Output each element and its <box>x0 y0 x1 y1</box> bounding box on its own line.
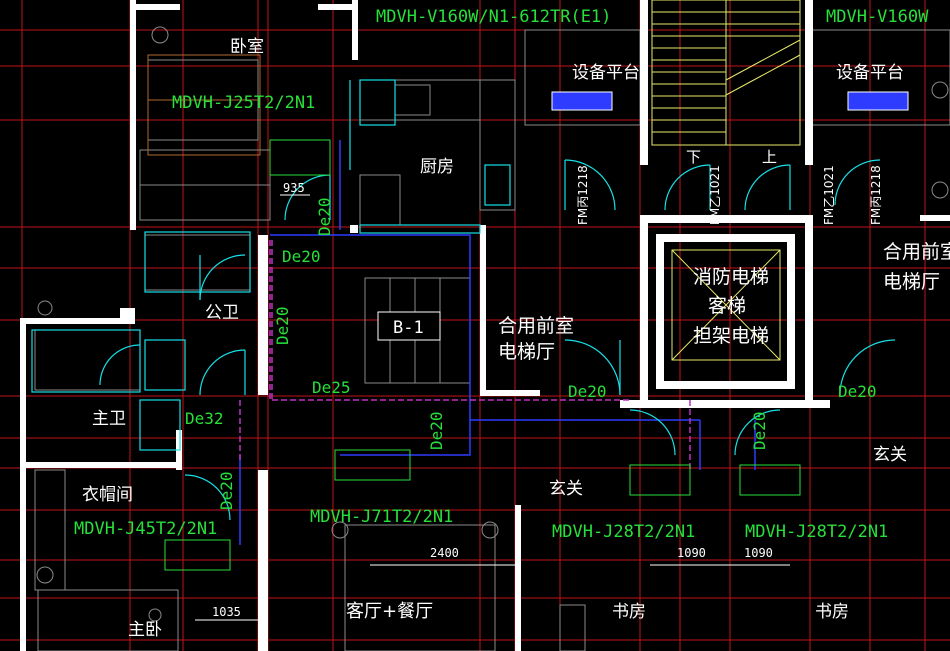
dim-1090-b: 1090 <box>744 546 773 560</box>
labels: MDVH-V160W/N1-612TR(E1) MDVH-V160W MDVH-… <box>74 7 950 640</box>
pipe-de20-f: De20 <box>427 411 446 450</box>
cyan-fixtures <box>31 79 896 521</box>
label-equip-cloak: MDVH-J45T2/2N1 <box>74 519 217 539</box>
label-equip-top-left: MDVH-V160W/N1-612TR(E1) <box>376 7 611 27</box>
room-cloak: 衣帽间 <box>82 485 133 505</box>
door-fm-mid-left: FM乙1021 <box>708 165 722 225</box>
drain-pipes-magenta <box>239 240 691 470</box>
door-fm-right: FM丙1218 <box>869 165 883 225</box>
room-foyer-left: 玄关 <box>549 479 583 499</box>
walls <box>20 0 950 651</box>
dim-935: 935 <box>283 181 305 195</box>
pipe-de20-g: De20 <box>217 471 236 510</box>
dim-1035: 1035 <box>212 605 241 619</box>
dim-2400: 2400 <box>430 546 459 560</box>
label-equip-study-right: MDVH-J28T2/2N1 <box>745 522 888 542</box>
room-elevator-1: 消防电梯 <box>693 266 769 288</box>
stairwell <box>651 0 801 146</box>
pipe-de25: De25 <box>312 378 351 397</box>
room-living: 客厅+餐厅 <box>346 601 433 622</box>
room-equip-right: 设备平台 <box>836 63 904 83</box>
dimension-lines <box>195 194 790 621</box>
room-study-left: 书房 <box>612 602 646 622</box>
room-lobby-right-1: 合用前室 <box>883 241 950 263</box>
room-elevator-2: 客梯 <box>708 295 746 317</box>
stair-up: 上 <box>762 148 777 166</box>
room-public-wc: 公卫 <box>205 303 239 323</box>
room-study-right: 书房 <box>815 602 849 622</box>
pipe-de20-b: De20 <box>568 382 607 401</box>
room-foyer-right: 玄关 <box>873 445 907 465</box>
door-fm-mid-right: FM乙1021 <box>822 165 836 225</box>
stair-down: 下 <box>686 148 701 166</box>
room-lobby-right-2: 电梯厅 <box>883 271 940 293</box>
label-equip-living: MDVH-J71T2/2N1 <box>310 507 453 527</box>
ac-units <box>164 139 801 571</box>
room-lobby-left-1: 合用前室 <box>498 315 574 337</box>
table-tag-box <box>377 311 441 341</box>
outdoor-units <box>551 91 909 111</box>
door-fm-left: FM丙1218 <box>576 165 590 225</box>
room-bedroom: 卧室 <box>230 37 264 57</box>
room-master-bed: 主卧 <box>128 620 162 640</box>
bed-outline <box>147 54 261 156</box>
pipe-de20-d: De20 <box>315 197 334 236</box>
pipe-de20-a: De20 <box>282 247 321 266</box>
label-equip-study-left: MDVH-J28T2/2N1 <box>552 522 695 542</box>
pipe-de20-h: De20 <box>750 411 769 450</box>
label-equip-top-right: MDVH-V160W <box>826 7 929 27</box>
pipe-de20-e: De20 <box>273 306 292 345</box>
room-lobby-left-2: 电梯厅 <box>498 341 555 363</box>
pipe-de32: De32 <box>185 409 224 428</box>
room-equip-left: 设备平台 <box>572 63 640 83</box>
room-kitchen: 厨房 <box>420 157 454 177</box>
label-equip-bedroom: MDVH-J25T2/2N1 <box>172 93 315 113</box>
refrigerant-pipes-blue <box>239 140 756 545</box>
elevator-shaft <box>671 249 781 361</box>
room-elevator-3: 担架电梯 <box>693 325 769 347</box>
table-tag: B-1 <box>393 318 424 338</box>
room-master-wc: 主卫 <box>92 409 126 429</box>
dim-1090-a: 1090 <box>677 546 706 560</box>
pipe-de20-c: De20 <box>838 382 877 401</box>
